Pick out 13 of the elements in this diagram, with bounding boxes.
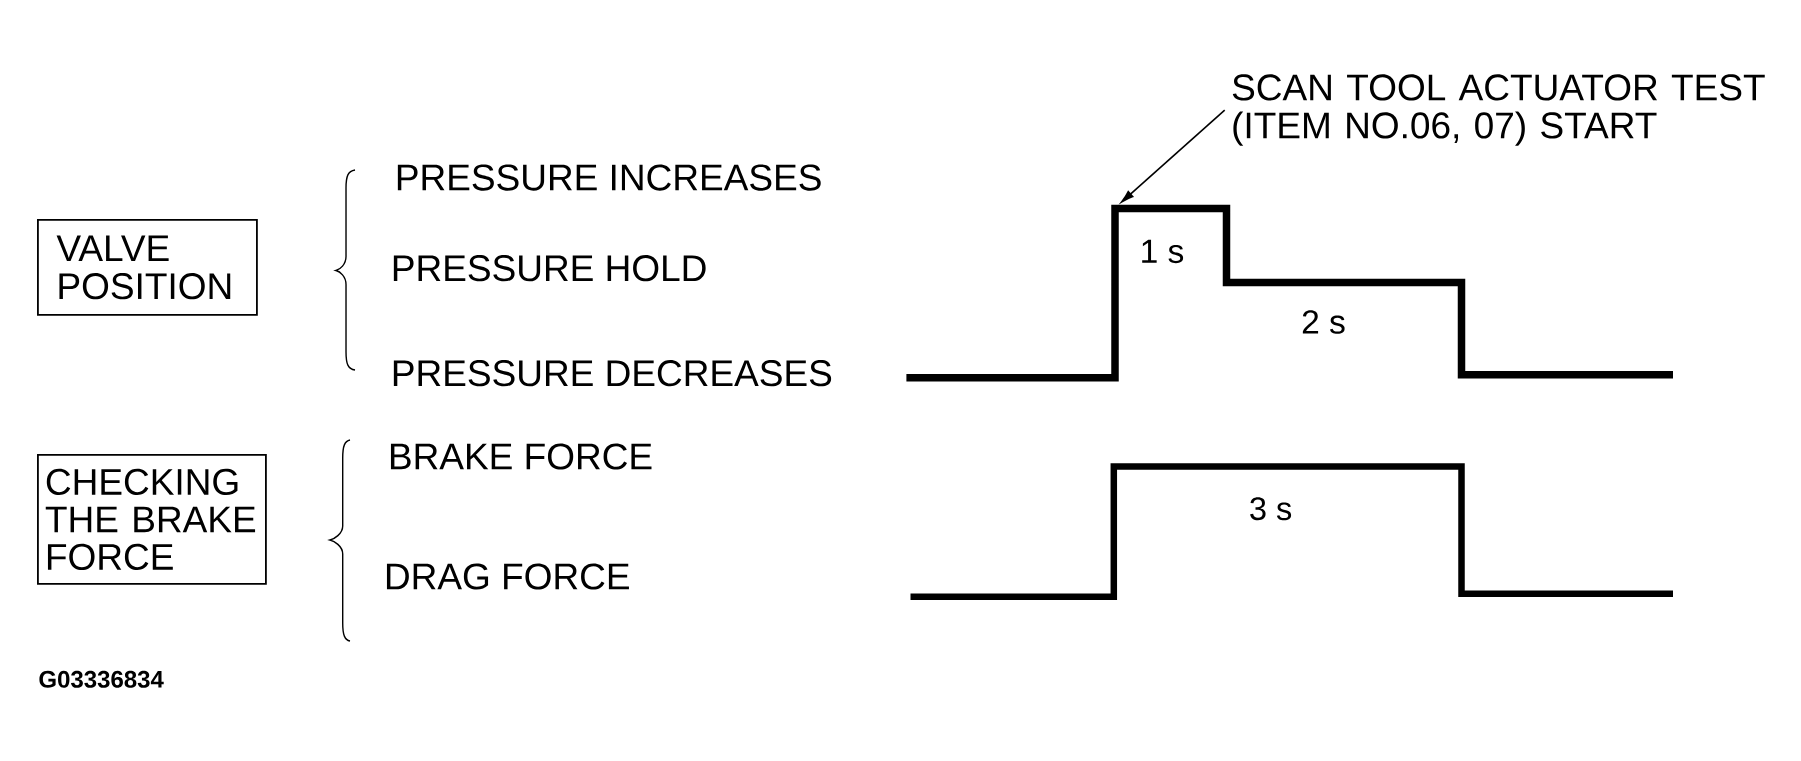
duration-label: 3 s <box>1250 497 1292 521</box>
level-label: PRESSURE INCREASES <box>397 164 821 191</box>
leader-arrow <box>1121 109 1226 203</box>
label-box: CHECKING THE BRAKE FORCE <box>37 454 267 585</box>
level-label: PRESSURE DECREASES <box>393 360 832 387</box>
level-label: DRAG FORCE <box>386 563 629 590</box>
callout-text: SCAN TOOL ACTUATOR TEST (ITEM NO.06, 07) START <box>1232 74 1765 146</box>
label-box: VALVE POSITION <box>37 219 258 316</box>
level-label: BRAKE FORCE <box>390 443 652 470</box>
duration-label: 2 s <box>1302 310 1345 334</box>
level-label: PRESSURE HOLD <box>393 255 706 282</box>
duration-label: 1 s <box>1142 239 1184 264</box>
figure-id: G03336834 <box>39 670 164 688</box>
